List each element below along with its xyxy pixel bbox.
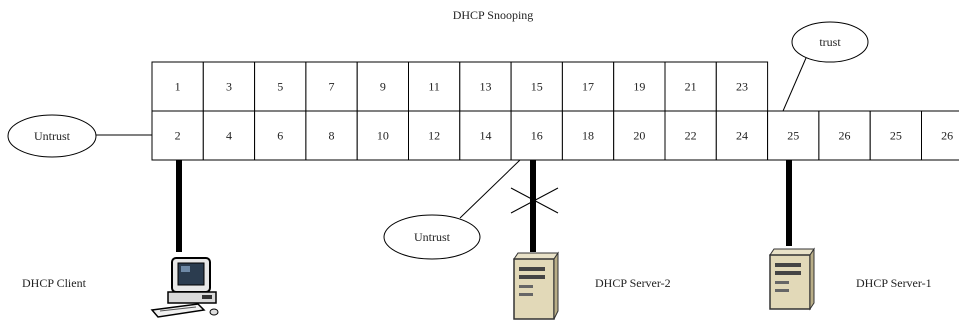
port-bottom-label: 16 (531, 129, 543, 143)
port-top-label: 7 (329, 80, 335, 94)
port-top-label: 17 (582, 80, 594, 94)
port-bottom-label: 22 (685, 129, 697, 143)
port-top-label: 1 (175, 80, 181, 94)
port-bottom-label: 14 (479, 129, 491, 143)
dhcp-server-1-label: DHCP Server-1 (856, 276, 932, 290)
port-uplink-label: 26 (839, 129, 851, 143)
port-bottom-label: 4 (226, 129, 232, 143)
computer-icon (152, 258, 218, 317)
port-bottom-label: 2 (175, 129, 181, 143)
port-top-label: 15 (531, 80, 543, 94)
server-icon (770, 249, 814, 309)
port-bottom-label: 6 (277, 129, 283, 143)
port-uplink-label: 25 (787, 129, 799, 143)
untrust-bottom-label: Untrust (414, 230, 451, 244)
dhcp-client-label: DHCP Client (22, 276, 87, 290)
port-bottom-label: 10 (377, 129, 389, 143)
trust-label: trust (819, 35, 841, 49)
untrust-left-label: Untrust (34, 129, 71, 143)
port-top-label: 23 (736, 80, 748, 94)
port-uplink-label: 25 (890, 129, 902, 143)
port-top-label: 21 (685, 80, 697, 94)
port-bottom-label: 24 (736, 129, 748, 143)
port-bottom-label: 20 (633, 129, 645, 143)
untrust-bottom-callout: Untrust (384, 160, 520, 259)
port-top-label: 11 (428, 80, 440, 94)
diagram-title: DHCP Snooping (453, 8, 534, 22)
port-top-label: 19 (633, 80, 645, 94)
dhcp-server-2-label: DHCP Server-2 (595, 276, 671, 290)
untrust-left-callout: Untrust (8, 115, 152, 157)
trust-leader-line (783, 58, 806, 111)
trust-callout: trust (783, 22, 868, 111)
port-top-label: 3 (226, 80, 232, 94)
port-bottom-label: 8 (329, 129, 335, 143)
port-bottom-label: 18 (582, 129, 594, 143)
port-top-label: 13 (479, 80, 491, 94)
port-uplink-label: 26 (941, 129, 953, 143)
port-top-label: 5 (277, 80, 283, 94)
untrust-bottom-leader-line (460, 160, 520, 218)
server-icon (514, 253, 558, 319)
port-top-label: 9 (380, 80, 386, 94)
port-bottom-label: 12 (428, 129, 440, 143)
